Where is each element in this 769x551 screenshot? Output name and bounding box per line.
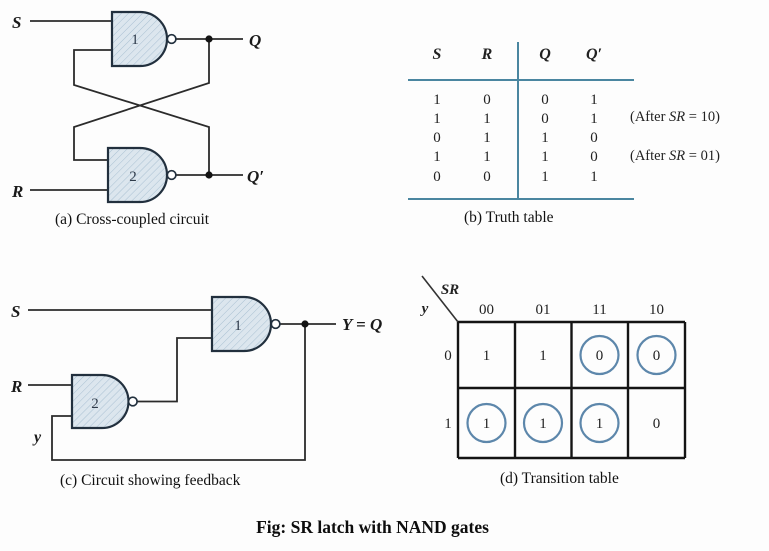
truth-table-header-r: R (481, 46, 493, 63)
kmap-cell-value: 1 (539, 348, 547, 364)
truth-table-cell: 0 (590, 130, 598, 146)
nand-gate-1 (110, 10, 169, 68)
truth-table-cell: 1 (433, 149, 441, 165)
truth-table-cell: 1 (483, 149, 491, 165)
truth-table-cell: 1 (433, 111, 441, 127)
annotation-variable: SR (669, 148, 686, 164)
truth-table-cell: 0 (541, 92, 549, 108)
feedback-circuit-diagram: S R y Y = Q 1 2 (10, 295, 382, 461)
q-output-label: Q (249, 31, 261, 50)
truth-table-cell: 1 (433, 92, 441, 108)
kmap-cell-value: 1 (596, 416, 604, 432)
feedback-wire-q-to-gate2 (73, 39, 210, 161)
s-input-label: S (11, 302, 20, 321)
truth-table-annotation: (After SR = 10) (630, 109, 720, 126)
panel-a-caption: (a) Cross-coupled circuit (55, 211, 210, 228)
nand-gate-2 (70, 373, 130, 430)
annotation-prefix: (After (630, 109, 670, 125)
nand-gate-2 (106, 146, 169, 204)
annotation-variable: SR (669, 109, 686, 125)
y-feedback-label: y (32, 429, 42, 446)
gate-2-number: 2 (129, 169, 137, 185)
truth-table-cell: 1 (541, 130, 549, 146)
kmap-corner-row-variable: y (420, 301, 429, 317)
truth-table: S R Q Q′ 1 0 0 1 1 1 0 1 0 1 1 0 1 (400, 40, 769, 230)
output-junction-dot (301, 320, 309, 328)
feedback-loop-wire (51, 324, 306, 461)
gate-1-number: 1 (131, 32, 139, 48)
annotation-suffix: = 10) (685, 109, 720, 125)
kmap-col-header: 00 (479, 302, 494, 318)
truth-table-header-q: Q (539, 46, 551, 63)
stable-state-circle (579, 402, 620, 444)
truth-table-header-s: S (432, 46, 442, 63)
output-equation-label: Y = Q (342, 315, 382, 334)
truth-table-annotation: (After SR = 01) (630, 148, 720, 165)
feedback-wire-qprime-to-gate1 (73, 49, 210, 175)
q-prime-junction-dot (205, 171, 213, 179)
panel-c-caption: (c) Circuit showing feedback (60, 472, 241, 489)
kmap-col-header: 10 (649, 302, 664, 318)
annotation-prefix: (After (630, 148, 670, 164)
truth-table-cell: 1 (483, 111, 491, 127)
panel-d-caption: (d) Transition table (500, 470, 619, 487)
gate2-to-gate1-wire (137, 337, 212, 403)
r-input-label: R (11, 182, 23, 201)
figure-caption: Fig: SR latch with NAND gates (256, 517, 489, 537)
kmap-cell-value: 1 (483, 416, 491, 432)
truth-table-cell: 1 (590, 169, 598, 185)
kmap-cell-value: 0 (653, 348, 661, 364)
kmap-row-header: 1 (444, 416, 452, 432)
kmap-col-header: 01 (536, 302, 551, 318)
truth-table-cell: 0 (483, 169, 491, 185)
stable-state-circle (466, 402, 507, 444)
truth-table-cell: 1 (483, 130, 491, 146)
gate-2-inverter-bubble (166, 169, 177, 181)
truth-table-vertical-rule (517, 42, 519, 200)
q-prime-output-label: Q′ (247, 167, 264, 186)
gate-1-inverter-bubble (270, 318, 281, 330)
truth-table-top-rule (408, 79, 634, 81)
truth-table-cell: 1 (590, 92, 598, 108)
kmap-corner-col-variable: SR (441, 282, 459, 298)
truth-table-cell: 1 (590, 111, 598, 127)
kmap-row-header: 0 (444, 348, 452, 364)
stable-state-circle (522, 402, 564, 444)
stable-state-circle (636, 334, 677, 376)
truth-table-cell: 0 (433, 130, 441, 146)
kmap-corner-diagonal (421, 275, 459, 323)
truth-table-bottom-rule (408, 198, 634, 200)
panel-b-caption: (b) Truth table (464, 209, 554, 226)
annotation-suffix: = 01) (685, 148, 720, 164)
q-junction-dot (205, 35, 213, 43)
truth-table-cell: 1 (541, 149, 549, 165)
truth-table-cell: 0 (541, 111, 549, 127)
kmap-cell-value: 0 (653, 416, 661, 432)
kmap-cell-value: 1 (483, 348, 491, 364)
gate-2-number: 2 (91, 396, 99, 412)
stable-state-circle (579, 334, 620, 376)
transition-table-diagram: SR y 00 01 11 10 0 1 1 1 0 (420, 275, 687, 460)
gate-2-inverter-bubble (127, 396, 138, 407)
s-input-label: S (12, 13, 21, 32)
gate-1-number: 1 (234, 318, 242, 334)
truth-table-cell: 0 (433, 169, 441, 185)
truth-table-cell: 1 (541, 169, 549, 185)
truth-table-cell: 0 (483, 92, 491, 108)
kmap-cell-value: 0 (596, 348, 604, 364)
gate-1-inverter-bubble (166, 33, 177, 45)
kmap-cell-value: 1 (539, 416, 547, 432)
nand-gate-1 (210, 295, 273, 353)
truth-table-cell: 0 (590, 149, 598, 165)
kmap-col-header: 11 (592, 302, 606, 318)
truth-table-header-q-prime: Q′ (585, 46, 603, 63)
cross-coupled-circuit-diagram: S R Q Q′ 1 2 (11, 10, 264, 204)
kmap-grid (456, 320, 687, 460)
r-input-label: R (10, 377, 22, 396)
